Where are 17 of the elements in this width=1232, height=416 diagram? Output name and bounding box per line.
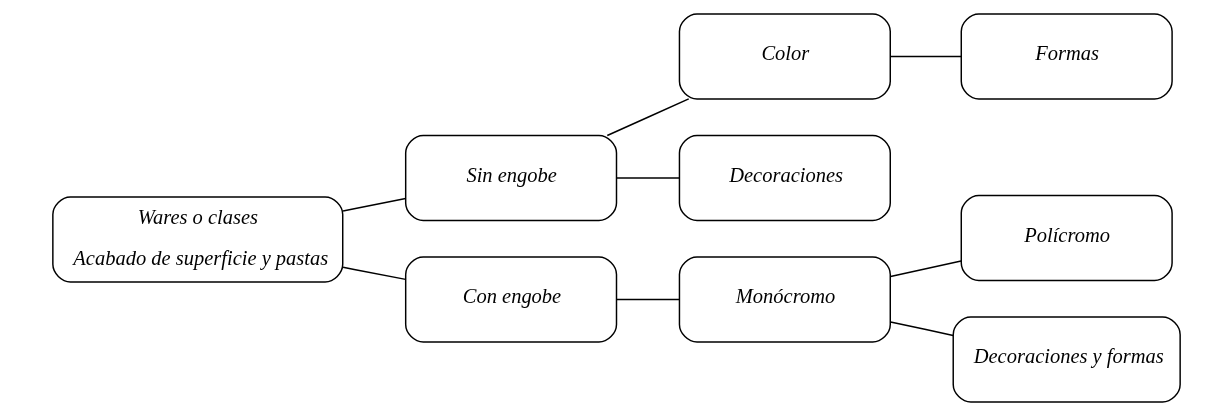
node-box: Polícromo [960, 194, 1173, 282]
node-box: Con engobe [404, 256, 617, 343]
connector [889, 55, 962, 58]
connector [889, 321, 954, 337]
node-box: Color [678, 13, 891, 100]
node-box: Formas [960, 13, 1173, 100]
node-box: Decoraciones [678, 134, 891, 222]
node-box: Monócromo [678, 256, 891, 343]
node-box: Decoraciones y formas [952, 316, 1181, 403]
connector [615, 298, 680, 301]
connector [889, 260, 962, 278]
connector [341, 197, 406, 212]
node-box: Sin engobe [404, 134, 617, 222]
connector [615, 177, 680, 179]
node-box: Wares o clases Acabado de superficie y pastas [51, 196, 343, 283]
connector [606, 98, 689, 137]
connector [341, 266, 406, 281]
